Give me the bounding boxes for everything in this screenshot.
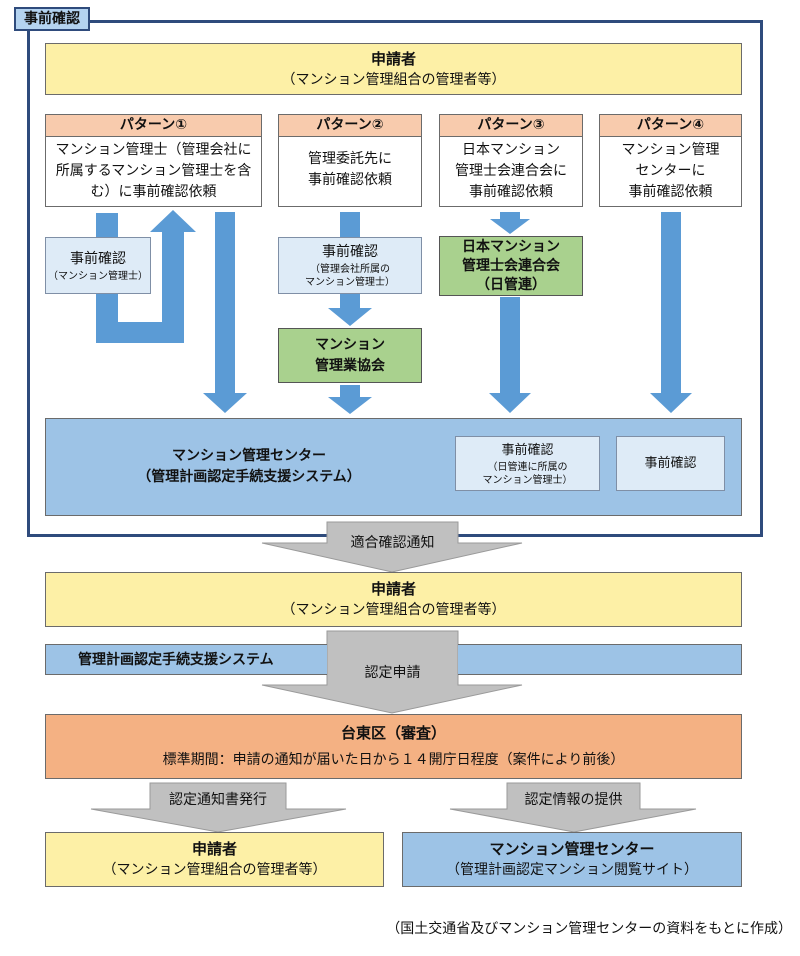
- center-bottom-title: マンション管理センター: [489, 840, 655, 858]
- applicant-top-title: 申請者: [370, 49, 416, 68]
- pattern-3-line-3: 事前確認依頼: [469, 184, 553, 200]
- applicant-mid-subtitle: （マンション管理組合の管理者等）: [281, 602, 506, 618]
- pattern-1-text: マンション管理士（管理会社に 所属するマンション管理士を含 む）に事前確認依頼: [56, 137, 252, 203]
- applicant-mid-box: 申請者 （マンション管理組合の管理者等）: [45, 572, 742, 627]
- pattern-4-box: パターン④ マンション管理 センターに 事前確認依頼: [599, 114, 742, 207]
- notice-arrow: [261, 521, 523, 573]
- p4-down-arrow: [650, 212, 692, 413]
- pattern-1-box: パターン① マンション管理士（管理会社に 所属するマンション管理士を含 む）に事…: [45, 114, 262, 207]
- pre-check-label: 事前確認: [14, 7, 90, 31]
- p2-check-sub-2: マンション管理士）: [305, 277, 395, 288]
- system-bar-label: 管理計画認定手続支援システム: [78, 652, 274, 668]
- p3-assoc-line-3: （日管連）: [476, 276, 546, 293]
- p2-down-arrow-1: [340, 212, 360, 237]
- p1-down-arrow: [203, 212, 247, 413]
- p2-assoc-line-2: 管理業協会: [315, 357, 385, 374]
- pattern-2-line-1: 管理委託先に: [308, 151, 392, 167]
- p2-assoc-box: マンション 管理業協会: [278, 328, 422, 383]
- p3-assoc-box: 日本マンション 管理士会連合会 （日管連）: [439, 236, 583, 296]
- center-title: マンション管理センター: [172, 448, 326, 464]
- apply-arrow-label: 認定申請: [364, 665, 421, 681]
- taito-subtitle: 標準期間：申請の通知が届いた日から１４開庁日程度（案件により前後）: [162, 752, 625, 768]
- p3-assoc-line-1: 日本マンション: [462, 238, 560, 255]
- p2-down-arrow-2: [328, 294, 372, 326]
- p2-assoc-line-1: マンション: [315, 336, 385, 353]
- pattern-3-line-2: 管理士会連合会に: [455, 163, 567, 179]
- pattern-4-header: パターン④: [600, 115, 741, 137]
- pattern-1-line-3: む）に事前確認依頼: [90, 184, 217, 200]
- pattern-3-text: 日本マンション 管理士会連合会に 事前確認依頼: [455, 137, 567, 203]
- pattern-1-line-2: 所属するマンション管理士を含: [55, 163, 252, 179]
- p3-check-box: 事前確認 （日管連に所属の マンション管理士）: [455, 436, 600, 491]
- pattern-1-line-1: マンション管理士（管理会社に: [55, 142, 252, 158]
- p2-check-sub-1: （管理会社所属の: [310, 264, 390, 275]
- applicant-bottom-title: 申請者: [191, 840, 237, 858]
- p4-check-box: 事前確認: [616, 436, 725, 491]
- notice-arrow-label: 適合確認通知: [350, 535, 435, 551]
- pattern-2-box: パターン② 管理委託先に 事前確認依頼: [278, 114, 422, 207]
- applicant-top-box: 申請者 （マンション管理組合の管理者等）: [45, 43, 742, 95]
- p3-check-sub-2: マンション管理士）: [482, 474, 573, 486]
- p3-down-arrow-1: [490, 212, 530, 234]
- taito-box: 台東区（審査） 標準期間：申請の通知が届いた日から１４開庁日程度（案件により前後…: [45, 714, 742, 779]
- p1-check-title: 事前確認: [70, 250, 126, 267]
- p2-check-title: 事前確認: [322, 244, 378, 260]
- p1-check-box: 事前確認 （マンション管理士）: [45, 237, 151, 294]
- pattern-1-header: パターン①: [46, 115, 261, 137]
- pattern-4-line-2: センターに: [635, 163, 706, 179]
- system-bar-right: [458, 644, 742, 675]
- applicant-top-subtitle: （マンション管理組合の管理者等）: [281, 71, 506, 88]
- center-bottom-subtitle: （管理計画認定マンション閲覧サイト）: [446, 862, 698, 878]
- system-bar-left: [45, 644, 327, 675]
- info-arrow: [449, 782, 697, 833]
- pattern-2-header: パターン②: [279, 115, 421, 137]
- pattern-3-box: パターン③ 日本マンション 管理士会連合会に 事前確認依頼: [439, 114, 583, 207]
- applicant-bottom-subtitle: （マンション管理組合の管理者等）: [102, 862, 327, 878]
- center-bottom-box: マンション管理センター （管理計画認定マンション閲覧サイト）: [402, 832, 742, 887]
- pattern-3-line-1: 日本マンション: [462, 142, 560, 158]
- source-note: （国土交通省及びマンション管理センターの資料をもとに作成）: [386, 921, 792, 937]
- issue-arrow: [90, 782, 347, 833]
- taito-title: 台東区（審査）: [340, 724, 446, 742]
- pattern-2-line-2: 事前確認依頼: [308, 172, 392, 188]
- p2-check-box: 事前確認 （管理会社所属の マンション管理士）: [278, 237, 422, 294]
- p3-check-title: 事前確認: [501, 442, 554, 458]
- pattern-4-line-1: マンション管理: [621, 142, 720, 158]
- applicant-mid-title: 申請者: [370, 580, 416, 598]
- p3-down-arrow-2: [489, 297, 531, 413]
- p1-loop-arrow: [96, 210, 196, 343]
- center-subtitle: （管理計画認定手続支援システム）: [137, 469, 361, 485]
- issue-arrow-label: 認定通知書発行: [169, 792, 267, 808]
- p1-check-sub: （マンション管理士）: [48, 270, 148, 282]
- p4-check-title: 事前確認: [644, 455, 697, 471]
- pattern-4-line-3: 事前確認依頼: [628, 184, 713, 200]
- p2-down-arrow-3: [328, 385, 372, 414]
- p3-assoc-line-2: 管理士会連合会: [462, 257, 560, 274]
- p3-check-sub-1: （日管連に所属の: [487, 461, 568, 473]
- pattern-3-header: パターン③: [440, 115, 582, 137]
- info-arrow-label: 認定情報の提供: [524, 792, 623, 808]
- applicant-bottom-box: 申請者 （マンション管理組合の管理者等）: [45, 832, 384, 887]
- pattern-4-text: マンション管理 センターに 事前確認依頼: [622, 137, 720, 203]
- apply-arrow: [261, 630, 523, 714]
- pattern-2-text: 管理委託先に 事前確認依頼: [308, 137, 392, 191]
